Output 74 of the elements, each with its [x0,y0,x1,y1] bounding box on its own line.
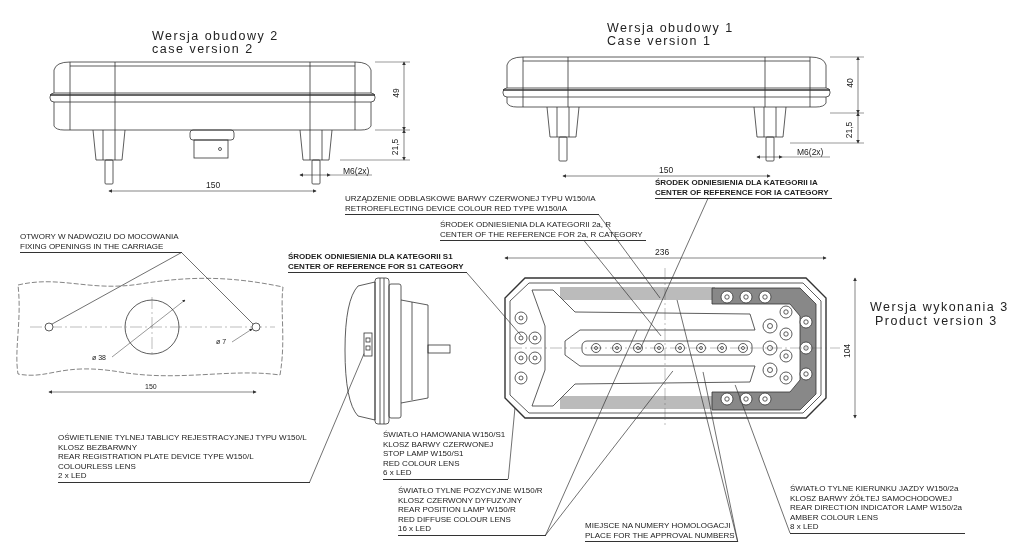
callout [585,521,738,542]
callout-text: ŚWIATŁO TYLNE KIERUNKU JAZDY W150/2a [790,484,960,494]
callout-text: RED COLOUR LENS [383,458,461,468]
leader-line [702,371,738,542]
callout-text: REAR POSITION LAMP W150/R [398,505,517,515]
callout-text: REAR REGISTRATION PLATE DEVICE TYPE W150/L [58,452,255,462]
leader-line [181,252,254,325]
callout-text: KLOSZ BARWY ŻÓŁTEJ SAMOCHODOWEJ [790,493,953,503]
callout-text: REAR DIRECTION INDICATOR LAMP W150/2a [790,503,963,513]
callout-text: ŚRODEK ODNIESIENIA DLA KATEGORII 2a, R [440,220,612,230]
leader-line [545,370,674,536]
mounting-hole [251,322,261,332]
callout-text: 2 x LED [58,471,88,481]
callout-text: CENTER OF REFERENCE FOR S1 CATEGORY [288,261,464,271]
plate-lamp-window [363,332,373,357]
leader-line [507,407,516,480]
callout [440,220,646,241]
callout-text: 16 x LED [398,524,432,534]
callout-text: MIEJSCE NA NUMERY HOMOLOGACJI [585,521,732,531]
leader-line [639,198,709,351]
callout-text: COLOURLESS LENS [58,461,137,471]
leader-line [466,272,522,336]
dimension-value: 236 [655,247,670,257]
view-title: Case version 1 [607,35,712,48]
callout [383,430,509,480]
dimension-value: M6(2x) [797,147,824,157]
leader-line [309,353,365,483]
dimension-value: 150 [206,180,221,190]
callout [790,484,966,534]
callout-text: 6 x LED [383,468,413,478]
callout [20,232,182,253]
callout-text: RED DIFFUSE COLOUR LENS [398,514,512,524]
lamp-front-view-drawing [504,277,827,419]
view-title: case version 2 [152,43,254,56]
callout-text: KLOSZ CZERWONY DYFUZYJNY [398,495,524,505]
mounting-hole [44,322,54,332]
callout-text: AMBER COLOUR LENS [790,512,880,522]
dimension-value: M6(2x) [343,166,370,176]
callout-text: STOP LAMP W150/S1 [383,449,465,459]
callout-text: ŚRODEK ODNIESIENIA DLA KATEGORII S1 [288,252,454,262]
view-title: Wersja wykonania 3 [870,301,1009,314]
callout-text: ŚWIATŁO TYLNE POZYCYJNE W150/R [398,486,543,496]
view-title: Product version 3 [875,315,998,328]
leader-line [545,329,638,536]
callout [398,486,546,536]
dimension-value: 21,5 [844,121,855,139]
callout-text: KLOSZ BARWY CZERWONEJ [383,439,495,449]
callout-text: ŚRODEK ODNIESIENIA DLA KATEGORII IA [655,178,819,188]
dimension-value: 40 [844,78,855,88]
view-title: Wersja obudowy 2 [152,30,279,43]
callout-text: CENTER OF THE REFERENCE FOR 2a, R CATEGORY [440,229,643,239]
leader-line [734,384,791,534]
dimension-value: 104 [842,343,853,359]
callout-text: FIXING OPENINGS IN THE CARRIAGE [20,241,165,251]
callout [58,433,310,483]
callout-text: KLOSZ BEZBARWNY [58,442,138,452]
leader-line [583,240,662,337]
callout-text: ŚWIATŁO HAMOWANIA W150/S1 [383,430,506,440]
leader-line [51,252,182,325]
dimension-value: 49 [390,88,401,98]
view-title: Wersja obudowy 1 [607,22,734,35]
callout-text: PLACE FOR THE APPROVAL NUMBERS [585,530,735,540]
callout [655,178,832,199]
callout [345,194,599,215]
callout-text: URZĄDZENIE ODBLASKOWE BARWY CZERWONEJ TYPU W150/IA [345,194,596,204]
leader-line [598,214,661,299]
leader-line [676,299,738,542]
callout-text: RETROREFLECTING DEVICE COLOUR RED TYPE W150/IA [345,203,569,213]
dimension-value: 21,5 [390,138,401,156]
callout-text: 8 x LED [790,522,820,532]
callout-text: CENTER OF REFERENCE FOR IA CATEGORY [655,187,829,197]
callout-text: OTWORY W NADWOZIU DO MOCOWANIA [20,232,179,242]
callout-text: OŚWIETLENIE TYLNEJ TABLICY REJESTRACYJNEJ TYPU W150/L [58,433,307,443]
callout [288,252,467,273]
